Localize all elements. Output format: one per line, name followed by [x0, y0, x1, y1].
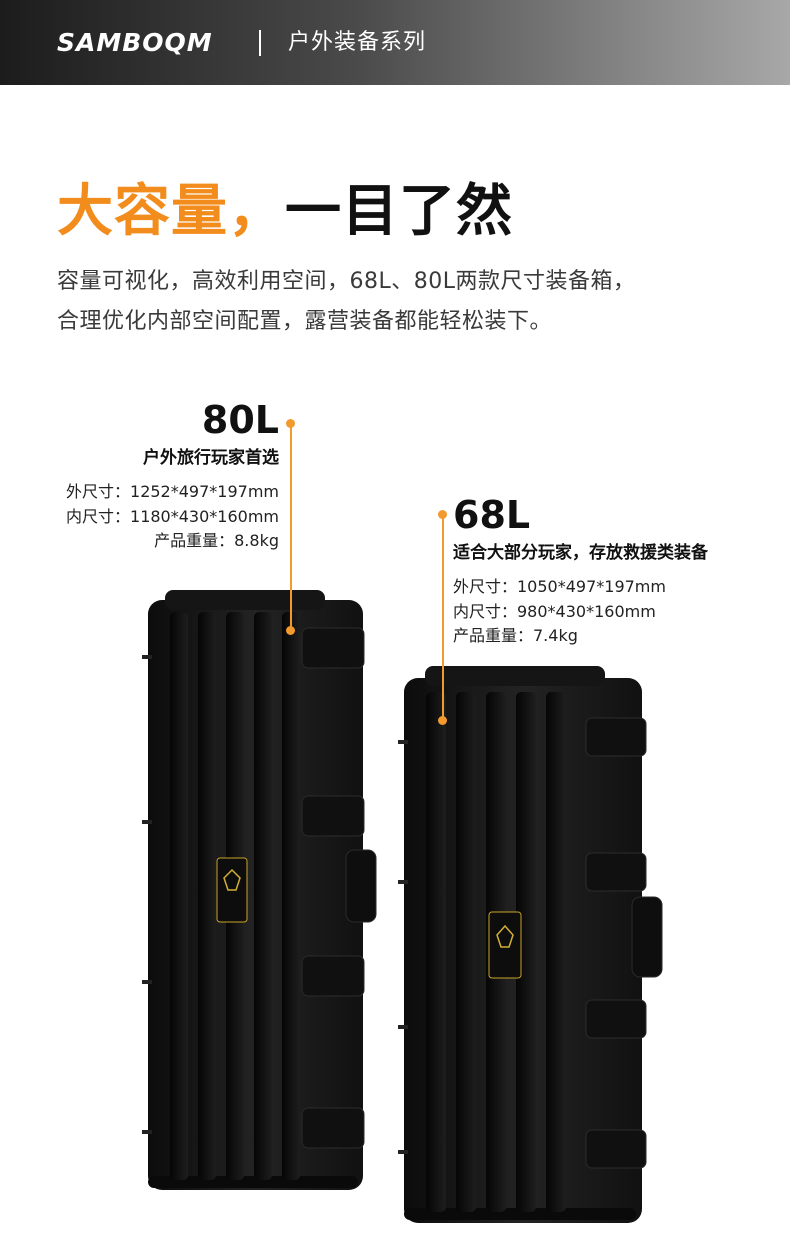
leader-dot-80l-bottom: [286, 626, 295, 635]
outer-size-68l: 外尺寸：1050*497*197mm: [453, 577, 666, 596]
weight-68l: 产品重量：7.4kg: [453, 626, 578, 645]
leader-line-68l: [442, 514, 444, 720]
spec-80l: 80L 户外旅行玩家首选 外尺寸：1252*497*197mm 内尺寸：1180…: [66, 398, 279, 554]
shield-icon: [496, 924, 514, 948]
header-bar: SAMBOQM 户外装备系列: [0, 0, 790, 85]
leader-dot-68l-bottom: [438, 716, 447, 725]
tagline-68l: 适合大部分玩家，存放救援类装备: [453, 543, 708, 563]
intro-text: 容量可视化，高效利用空间，68L、80L两款尺寸装备箱， 合理优化内部空间配置，…: [57, 262, 757, 342]
outer-size-80l: 外尺寸：1252*497*197mm: [66, 482, 279, 501]
header-divider: [259, 30, 261, 56]
series-label: 户外装备系列: [288, 30, 427, 55]
capacity-68l: 68L: [453, 493, 531, 537]
intro-line-2: 合理优化内部空间配置，露营装备都能轻松装下。: [57, 309, 553, 334]
shield-icon: [223, 868, 241, 891]
inner-size-68l: 内尺寸：980*430*160mm: [453, 601, 656, 621]
page-headline: 大容量，一目了然: [57, 180, 513, 244]
weight-80l: 产品重量：8.8kg: [154, 531, 279, 550]
intro-line-1: 容量可视化，高效利用空间，68L、80L两款尺寸装备箱，: [57, 269, 636, 294]
tagline-80l: 户外旅行玩家首选: [143, 448, 279, 468]
capacity-80l: 80L: [201, 398, 279, 442]
inner-size-80l: 内尺寸：1180*430*160mm: [66, 506, 279, 526]
leader-line-80l: [290, 423, 292, 630]
case-68l: [398, 666, 663, 1223]
headline-main: 一目了然: [285, 179, 513, 244]
case-80l: [142, 590, 377, 1190]
headline-accent: 大容量，: [57, 179, 285, 244]
brand-logo: SAMBOQM: [57, 28, 213, 57]
spec-68l: 68L 适合大部分玩家，存放救援类装备 外尺寸：1050*497*197mm 内…: [453, 493, 708, 649]
